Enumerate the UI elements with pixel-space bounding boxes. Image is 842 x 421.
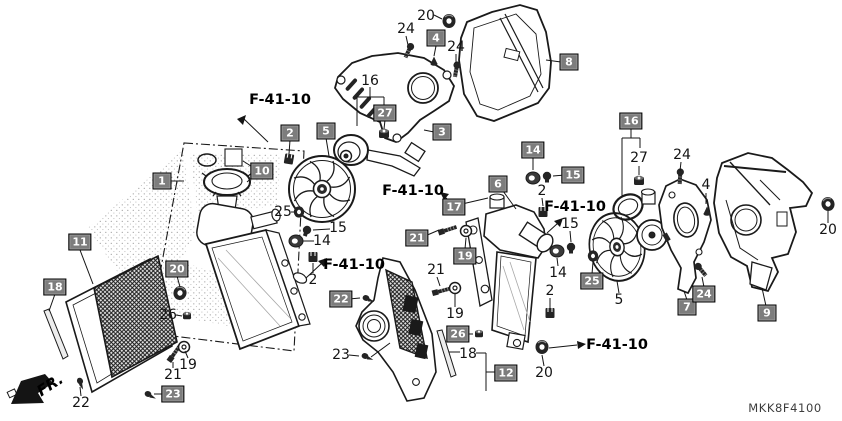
figure-reference-link[interactable]: F-41-10 [544,199,606,215]
callout-box-9[interactable]: 9 [757,304,777,322]
reference-arrowheads [237,115,586,349]
diagram-code: MKK8F4100 [748,401,822,415]
callout-box-5[interactable]: 5 [316,122,336,140]
fr-arrow [11,374,53,404]
callout-box-4[interactable]: 4 [426,29,446,47]
callout-box-24[interactable]: 24 [692,285,716,303]
callout-box-14[interactable]: 14 [521,141,545,159]
callout-5b: 5 [614,292,624,308]
callout-22a: 22 [72,395,90,411]
callout-16a: 16 [361,73,379,89]
figure-reference-link[interactable]: F-41-10 [323,257,385,273]
callout-24b: 24 [447,39,465,55]
figure-reference-link[interactable]: F-41-10 [586,337,648,353]
callout-19c: 19 [179,357,197,373]
callout-14c: 14 [549,265,567,281]
callout-box-17[interactable]: 17 [442,198,466,216]
callout-box-6[interactable]: 6 [488,175,508,193]
callout-box-7[interactable]: 7 [677,298,697,316]
grille-left [6,254,178,399]
callout-box-12[interactable]: 12 [494,364,518,382]
o-ring [197,153,217,167]
callout-box-8[interactable]: 8 [559,53,579,71]
callout-20d: 20 [819,222,837,238]
callout-26a: 26 [159,307,177,323]
callout-box-3[interactable]: 3 [432,123,452,141]
label-plate [224,148,243,167]
callout-21c: 21 [164,367,182,383]
callout-box-11[interactable]: 11 [68,233,92,251]
grille-center [355,257,457,402]
callout-24c: 24 [673,147,691,163]
callout-2d: 2 [545,283,555,299]
shroud-side [713,152,814,293]
callout-18b: 18 [459,346,477,362]
callout-15b: 15 [329,220,347,236]
callout-box-21[interactable]: 21 [405,229,429,247]
callout-15c: 15 [561,216,579,232]
callout-box-18[interactable]: 18 [43,278,67,296]
callout-25a: 25 [274,204,292,220]
callout-box-19[interactable]: 19 [453,247,477,265]
callout-24a: 24 [397,21,415,37]
fan-left [288,155,356,223]
callout-box-25[interactable]: 25 [580,272,604,290]
leader-lines [48,14,829,397]
seal-strip [436,329,457,378]
callout-4b: 4 [701,177,711,193]
callout-box-16[interactable]: 16 [619,112,643,130]
callout-2b: 2 [308,272,318,288]
callout-box-22[interactable]: 22 [329,290,353,308]
fan-right [588,212,646,282]
callout-box-15[interactable]: 15 [561,166,585,184]
callout-23b: 23 [332,347,350,363]
front-direction-label: FR. [33,369,67,401]
figure-reference-link[interactable]: F-41-10 [249,92,311,108]
callout-2c: 2 [537,183,547,199]
callout-21b: 21 [427,262,445,278]
radiator-right [465,193,554,350]
callout-box-27[interactable]: 27 [373,104,397,122]
callout-19b: 19 [446,306,464,322]
fan-shroud-right [658,178,712,295]
callout-box-26[interactable]: 26 [446,325,470,343]
radiator-left [196,148,311,351]
callout-27b: 27 [630,150,648,166]
figure-reference-link[interactable]: F-41-10 [382,183,444,199]
callout-box-2[interactable]: 2 [280,124,300,142]
callout-14b: 14 [313,233,331,249]
seal-strip [43,308,69,360]
callout-20a: 20 [417,8,435,24]
callout-20c: 20 [535,365,553,381]
shroud-upper [458,4,552,122]
fan-motor-left [333,134,426,177]
callout-box-23[interactable]: 23 [161,385,185,403]
callout-box-1[interactable]: 1 [152,172,172,190]
fan-motor-right [612,188,668,251]
callout-box-10[interactable]: 10 [250,162,274,180]
callout-box-20[interactable]: 20 [165,260,189,278]
